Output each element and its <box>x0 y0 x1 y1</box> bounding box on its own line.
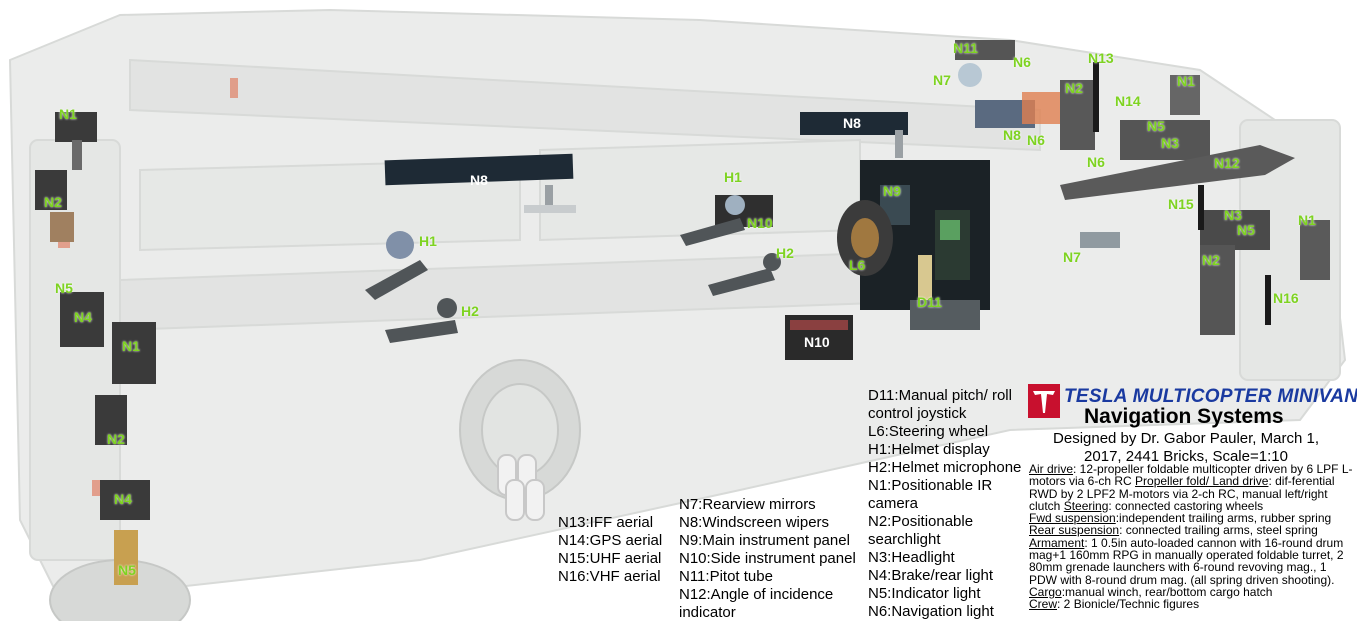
label-n2: N2 <box>1065 80 1083 96</box>
legend-item: N8:Windscreen wipers <box>679 514 830 531</box>
legend-item: N4:Brake/rear light <box>868 567 994 584</box>
side-instrument-panel-top <box>715 195 773 227</box>
label-n1: N1 <box>59 106 77 122</box>
label-n8: N8 <box>843 115 861 131</box>
legend-item: D11:Manual pitch/ roll <box>868 387 1012 404</box>
page-title: Navigation Systems <box>1084 405 1284 428</box>
label-n8: N8 <box>1003 127 1021 143</box>
legend-item: indicator <box>679 604 736 621</box>
spec-label: Armament <box>1029 535 1085 550</box>
legend-item: N12:Angle of incidence <box>679 586 834 603</box>
legend-item: N5:Indicator light <box>868 585 981 602</box>
tesla-logo <box>1028 384 1060 418</box>
spec-text: : connected castoring wheels <box>1108 498 1264 513</box>
spec-text: :independent trailing arms, rubber sprin… <box>1115 511 1332 526</box>
legend-item: N14:GPS aerial <box>558 532 663 549</box>
legend-item: searchlight <box>868 531 941 548</box>
spec-label: Fwd suspension <box>1029 511 1116 526</box>
spec-text: : 1 0.5in auto-loaded cannon with 16-rou… <box>1029 535 1344 587</box>
label-n1: N1 <box>1298 212 1316 228</box>
label-n3: N3 <box>1224 207 1242 223</box>
main-instrument-panel <box>837 160 990 330</box>
legend-item: H2:Helmet microphone <box>868 459 1022 476</box>
legend-aerials: N13:IFF aerial N14:GPS aerial N15:UHF ae… <box>558 514 662 586</box>
wiper-left <box>384 153 576 213</box>
spec-text: : 12-propeller foldable multicopter driv… <box>1029 462 1353 489</box>
spec-text: : dif-ferential RWD by 2 LPF2 M-motors v… <box>1029 474 1335 513</box>
left-side-parts <box>35 112 156 585</box>
legend-item: N11:Pitot tube <box>679 568 773 585</box>
label-n4: N4 <box>74 309 92 325</box>
label-n7: N7 <box>1063 249 1081 265</box>
label-n7: N7 <box>933 72 951 88</box>
label-n5: N5 <box>118 562 136 578</box>
grenade-launchers <box>497 454 545 521</box>
spec-label: Cargo <box>1029 584 1062 599</box>
legend-lights: D11:Manual pitch/ roll control joystick … <box>868 387 1021 621</box>
label-n1: N1 <box>1177 73 1195 89</box>
label-n4: N4 <box>114 491 132 507</box>
label-n14: N14 <box>1115 93 1141 109</box>
label-n13: N13 <box>1088 50 1114 66</box>
spec-label: Air drive <box>1029 462 1074 476</box>
legend-item: control joystick <box>868 405 967 422</box>
wiper-right <box>800 112 908 158</box>
legend-item: H1:Helmet display <box>868 441 990 458</box>
label-h2: H2 <box>776 245 794 261</box>
legend-item: N13:IFF aerial <box>558 514 654 531</box>
legend-item: N2:Positionable <box>868 513 974 530</box>
label-n9: N9 <box>883 183 901 199</box>
legend-item: N15:UHF aerial <box>558 550 662 567</box>
label-n16: N16 <box>1273 290 1299 306</box>
spec-text: : connected trailing arms, steel spring <box>1119 523 1318 538</box>
spec-label: Steering <box>1063 498 1109 513</box>
credit-line: Designed by Dr. Gabor Pauler, March 1, 2… <box>1053 430 1319 465</box>
label-n11: N11 <box>953 40 978 56</box>
right-side-parts <box>955 40 1330 335</box>
label-n3: N3 <box>1161 135 1179 151</box>
legend-item: N1:Positionable IR <box>868 477 993 494</box>
label-h2: H2 <box>461 303 479 319</box>
label-h1: H1 <box>419 233 437 249</box>
legend-item: N6:Navigation light <box>868 603 994 620</box>
label-n5: N5 <box>1237 222 1255 238</box>
legend-item: L6:Steering wheel <box>868 423 989 440</box>
legend-cockpit: N7:Rearview mirrors N8:Windscreen wipers… <box>679 496 856 622</box>
label-n6: N6 <box>1027 132 1045 148</box>
label-n1: N1 <box>122 338 140 354</box>
front-wheel-assembly <box>49 359 581 621</box>
legend-item: N10:Side instrument panel <box>679 550 856 567</box>
label-d11: D11 <box>917 294 942 310</box>
label-n6: N6 <box>1087 154 1105 170</box>
label-n10: N10 <box>804 334 830 350</box>
label-n10: N10 <box>747 215 773 231</box>
side-instrument-panel-bottom <box>785 315 853 360</box>
legend-item: N16:VHF aerial <box>558 568 661 585</box>
label-n8: N8 <box>470 172 488 188</box>
label-n6: N6 <box>1013 54 1031 70</box>
spec-label: Rear suspension <box>1029 523 1120 538</box>
spec-label: Propeller fold/ Land drive <box>1135 474 1269 489</box>
label-n5: N5 <box>1147 118 1165 134</box>
label-n2: N2 <box>44 194 62 210</box>
label-n15: N15 <box>1168 196 1194 212</box>
label-n2: N2 <box>107 431 125 447</box>
helmet-parts <box>365 218 781 343</box>
label-n12: N12 <box>1214 155 1240 171</box>
brand-title: TESLA MULTICOPTER MINIVAN <box>1064 386 1357 407</box>
legend-item: N9:Main instrument panel <box>679 532 850 549</box>
spec-text: : 2 Bionicle/Technic figures <box>1057 597 1200 612</box>
specifications: Air drive: 12-propeller foldable multico… <box>1029 463 1357 611</box>
chassis-ghost <box>8 8 1347 602</box>
legend-item: N7:Rearview mirrors <box>679 496 816 513</box>
label-l6: L6 <box>849 257 866 273</box>
label-n5: N5 <box>55 280 73 296</box>
label-n2: N2 <box>1202 252 1220 268</box>
legend-item: N3:Headlight <box>868 549 955 566</box>
spec-text: :manual winch, rear/bottom cargo hatch <box>1061 584 1273 599</box>
legend-item: camera <box>868 495 919 512</box>
label-h1: H1 <box>724 169 742 185</box>
spec-label: Crew <box>1029 597 1058 612</box>
